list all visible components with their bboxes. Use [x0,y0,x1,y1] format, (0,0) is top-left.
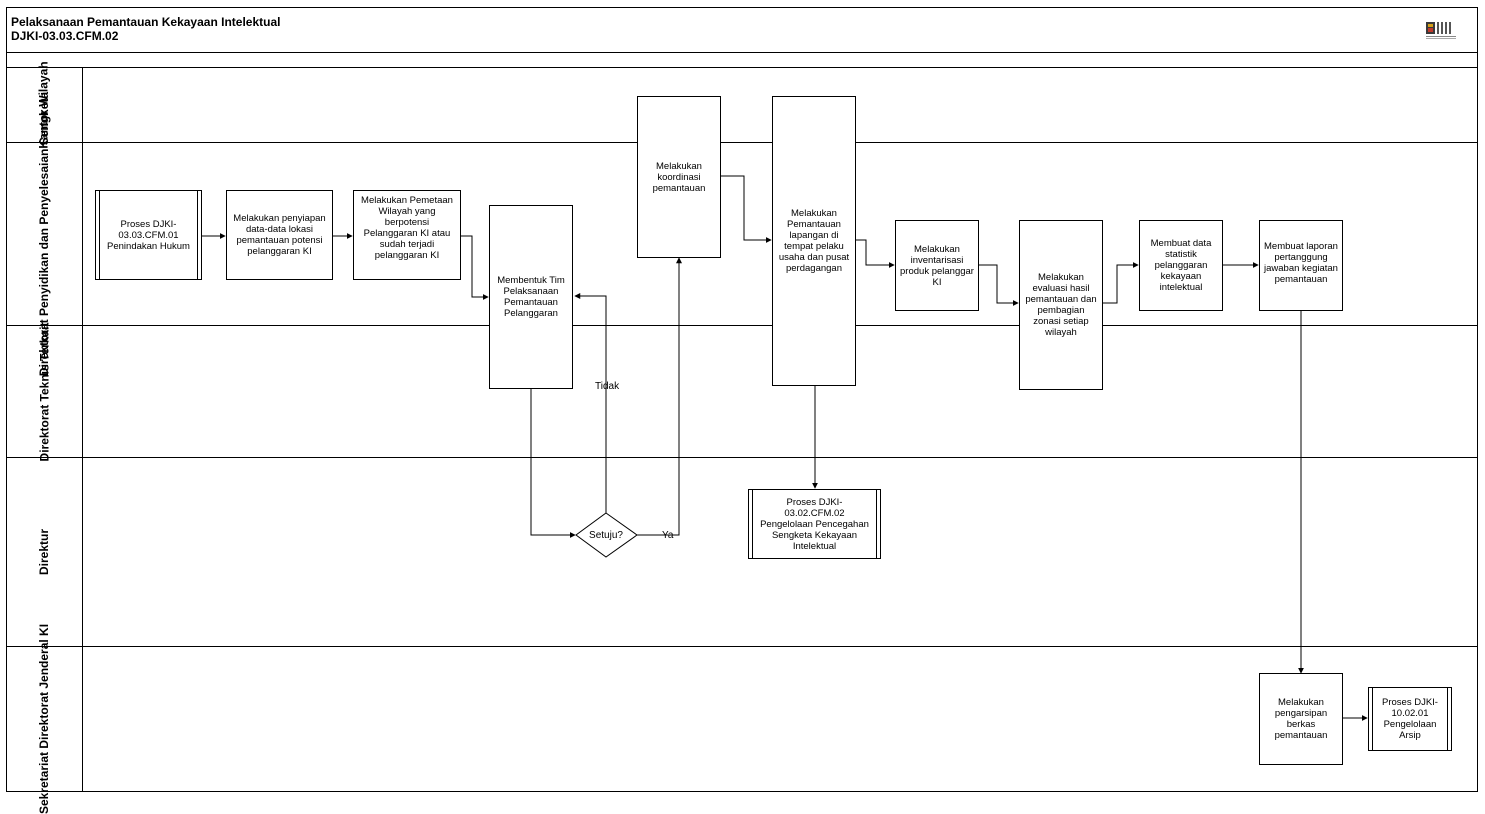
step-penyiapan-data[interactable]: Melakukan penyiapan data-data lokasi pem… [226,190,333,280]
connector [1102,265,1138,303]
lane-label: Sekretariat Direktorat Jenderal KI [37,624,51,814]
node-text: Melakukan inventarisasi produk pelanggar… [900,244,974,288]
node-text: Proses DJKI- 03.03.CFM.01 Penindakan Huk… [107,219,190,252]
step-pemantauan-lapangan[interactable]: Melakukan Pemantauan lapangan di tempat … [772,96,856,386]
step-koordinasi[interactable]: Melakukan koordinasi pemantauan [637,96,721,258]
process-djki-03-02-cfm-02[interactable]: Proses DJKI- 03.02.CFM.02 Pengelolaan Pe… [748,489,881,559]
step-pemetaan-wilayah[interactable]: Melakukan Pemetaan Wilayah yang berpoten… [353,190,461,280]
connector [575,296,606,513]
outer-frame [7,8,1478,792]
connector [720,176,771,240]
edge-label-ya: Ya [662,530,674,541]
lane-label: Direktorat Teknis Terkait [37,322,51,461]
connector [978,265,1018,303]
step-laporan[interactable]: Membuat laporan pertanggung jawaban kegi… [1259,220,1343,311]
node-text: Melakukan pengarsipan berkas pemantauan [1275,697,1328,741]
node-text: Membentuk Tim Pelaksanaan Pemantauan Pel… [497,275,565,319]
process-djki-10-02-01[interactable]: Proses DJKI- 10.02.01 Pengelolaan Arsip [1368,687,1452,751]
lane-direktorat-penyidikan: Direktorat Penyidikan dan Penyelesaian S… [6,143,82,325]
node-text: Membuat laporan pertanggung jawaban kegi… [1264,241,1338,285]
lane-label: Direktur [37,529,51,575]
node-text: Melakukan Pemantauan lapangan di tempat … [779,208,849,274]
node-text: Melakukan koordinasi pemantauan [653,161,706,194]
connector [637,258,679,535]
step-pengarsipan[interactable]: Melakukan pengarsipan berkas pemantauan [1259,673,1343,765]
step-statistik[interactable]: Membuat data statistik pelanggaran kekay… [1139,220,1223,311]
connector [855,240,894,265]
decision-label: Setuju? [576,513,636,557]
djki-logo [1424,19,1458,41]
node-text: Membuat data statistik pelanggaran kekay… [1151,238,1212,293]
step-membentuk-tim[interactable]: Membentuk Tim Pelaksanaan Pemantauan Pel… [489,205,573,389]
lane-sekretariat: Sekretariat Direktorat Jenderal KI [6,647,82,791]
step-inventarisasi[interactable]: Melakukan inventarisasi produk pelanggar… [895,220,979,311]
node-text: Proses DJKI- 03.02.CFM.02 Pengelolaan Pe… [760,497,869,552]
page-title: Pelaksanaan Pemantauan Kekayaan Intelekt… [11,15,280,29]
node-text: Melakukan evaluasi hasil pemantauan dan … [1025,272,1096,338]
step-evaluasi[interactable]: Melakukan evaluasi hasil pemantauan dan … [1019,220,1103,390]
lane-direktorat-teknis: Direktorat Teknis Terkait [6,326,82,457]
node-text: Melakukan Pemetaan Wilayah yang berpoten… [361,195,453,261]
edge-label-tidak: Tidak [595,381,619,392]
document-code: DJKI-03.03.CFM.02 [11,29,118,43]
lane-direktur: Direktur [6,458,82,646]
connector [531,388,575,535]
node-text: Melakukan penyiapan data-data lokasi pem… [233,213,325,257]
process-djki-03-03-cfm-01[interactable]: Proses DJKI- 03.03.CFM.01 Penindakan Huk… [95,190,202,280]
connector [460,236,488,297]
node-text: Proses DJKI- 10.02.01 Pengelolaan Arsip [1382,697,1438,741]
